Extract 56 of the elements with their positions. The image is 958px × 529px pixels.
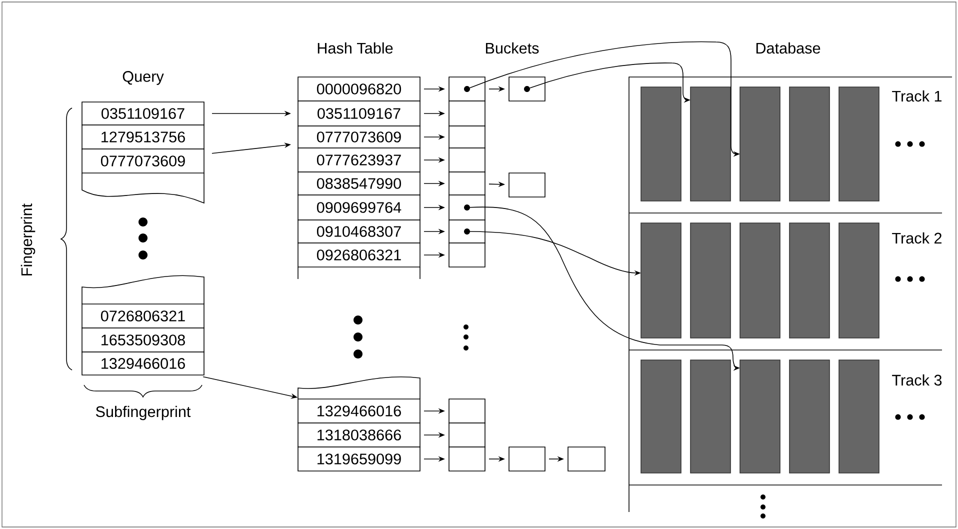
data-block: [838, 86, 880, 202]
bucket-box: [448, 446, 486, 472]
bucket-box: [448, 148, 486, 172]
column-heading: Query: [122, 71, 164, 85]
brace-label: Subfingerprint: [96, 406, 191, 420]
query-cell: 0777073609: [82, 148, 204, 174]
query-cell: 1653509308: [82, 328, 204, 352]
bucket-box: [448, 126, 486, 148]
data-block: [640, 86, 682, 202]
data-block: [789, 222, 830, 338]
database-heading: Database: [756, 42, 820, 54]
brace-label: Fingerprint: [20, 204, 36, 276]
bucket-box: [448, 100, 486, 126]
bucket-box: [448, 172, 486, 196]
data-block: [640, 222, 682, 338]
hash-table-cell: 0000096820: [298, 76, 420, 102]
hash-table-cell: 1319659099: [298, 446, 420, 472]
data-block: [789, 86, 830, 202]
data-block: [838, 360, 880, 474]
hash-table-cell: 0926806321: [298, 242, 420, 268]
track-label: Track 2: [892, 232, 942, 244]
bucket-box: [508, 76, 546, 102]
hash-table-cell: 0777623937: [298, 148, 420, 172]
bucket-box: [448, 76, 486, 102]
bucket-box: [508, 172, 546, 198]
query-cell: 1329466016: [82, 352, 204, 376]
track-label: Track 1: [892, 90, 942, 102]
hash-table-cell: 0777073609: [298, 126, 420, 148]
query-cell: 0351109167: [82, 102, 204, 126]
data-block: [740, 360, 780, 474]
hash-table-cell: 1329466016: [298, 398, 420, 424]
data-block: [690, 222, 731, 338]
data-block: [740, 86, 780, 202]
hash-table-cell: 0351109167: [298, 100, 420, 126]
bucket-box: [448, 220, 486, 244]
data-block: [690, 360, 731, 474]
column-heading: Hash Table: [318, 42, 393, 54]
hash-table-cell: 0838547990: [298, 172, 420, 196]
bucket-box: [568, 446, 606, 472]
bucket-box: [448, 422, 486, 448]
hash-table-cell: 1318038666: [298, 422, 420, 448]
data-block: [789, 360, 830, 474]
data-block: [838, 222, 880, 338]
query-cell: 0726806321: [82, 304, 204, 328]
bucket-box: [448, 242, 486, 268]
column-heading: Buckets: [486, 42, 539, 54]
hash-table-cell: 0910468307: [298, 220, 420, 244]
data-block: [690, 86, 731, 202]
bucket-box: [508, 446, 546, 472]
bucket-box: [448, 398, 486, 424]
data-block: [740, 222, 780, 338]
data-block: [640, 360, 682, 474]
query-cell: 1279513756: [82, 124, 204, 150]
hash-table-cell: 0909699764: [298, 194, 420, 220]
bucket-box: [448, 194, 486, 220]
track-label: Track 3: [892, 374, 942, 386]
